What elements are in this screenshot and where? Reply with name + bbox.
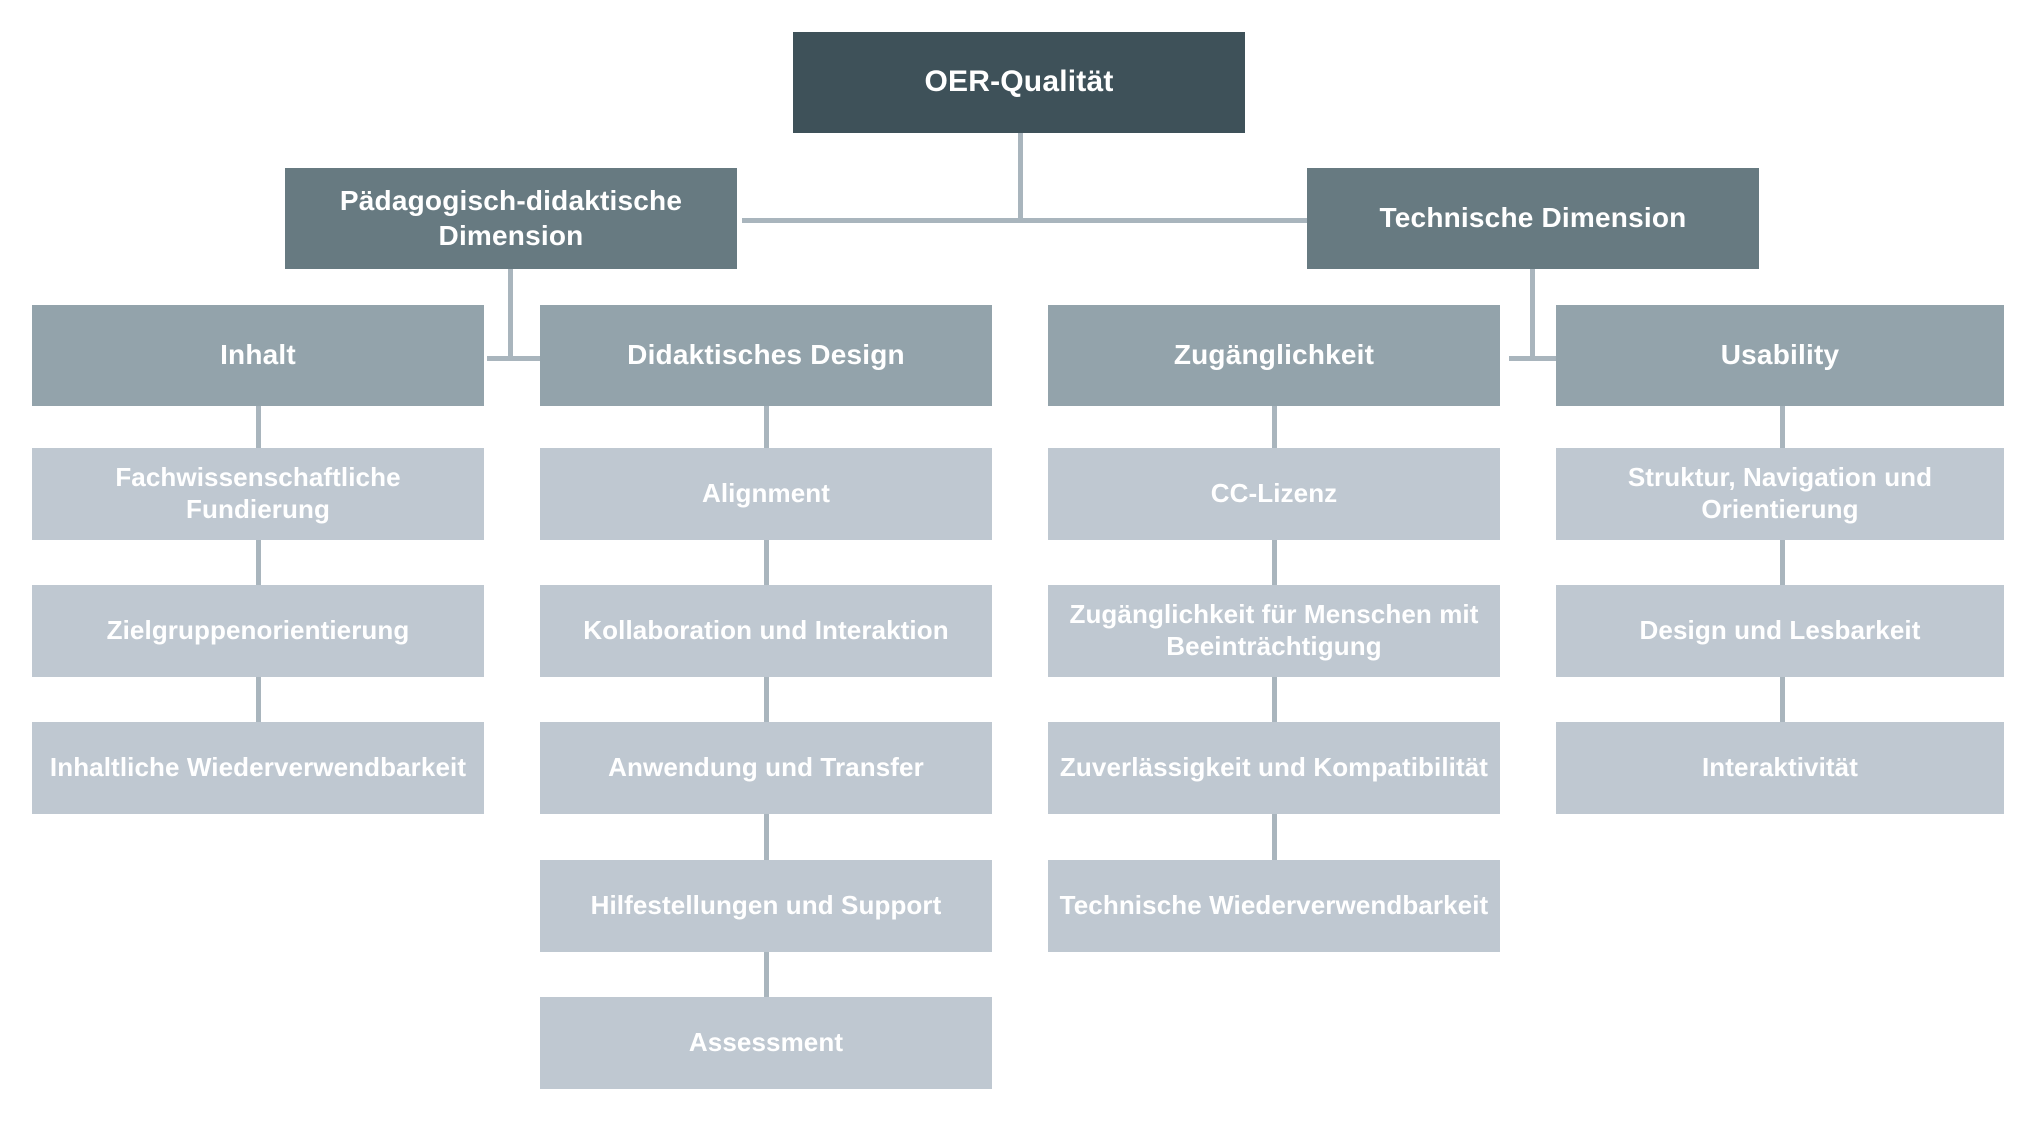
node-dimension-technisch[interactable]: Technische Dimension: [1307, 168, 1759, 269]
connector-right-dimension-stem: [1530, 269, 1535, 361]
leaf-item[interactable]: Technische Wiederverwendbarkeit: [1048, 860, 1500, 952]
connector-root-stem: [1018, 133, 1023, 221]
connector-left-category-bus: [487, 356, 549, 361]
leaf-item[interactable]: Assessment: [540, 997, 992, 1089]
node-dimension-paedagogisch-didaktisch[interactable]: Pädagogisch-didaktische Dimension: [285, 168, 737, 269]
leaf-item[interactable]: Interaktivität: [1556, 722, 2004, 814]
leaf-item[interactable]: Zugänglichkeit für Menschen mit Beeinträ…: [1048, 585, 1500, 677]
leaf-item[interactable]: Alignment: [540, 448, 992, 540]
leaf-item[interactable]: Fachwissenschaftliche Fundierung: [32, 448, 484, 540]
leaf-item[interactable]: Zuverlässigkeit und Kompatibilität: [1048, 722, 1500, 814]
connector-right-category-bus: [1509, 356, 1571, 361]
leaf-item[interactable]: Design und Lesbarkeit: [1556, 585, 2004, 677]
leaf-item[interactable]: Zielgruppenorientierung: [32, 585, 484, 677]
leaf-item[interactable]: Inhaltliche Wiederverwendbarkeit: [32, 722, 484, 814]
leaf-item[interactable]: Hilfestellungen und Support: [540, 860, 992, 952]
leaf-item[interactable]: Struktur, Navigation und Orientierung: [1556, 448, 2004, 540]
connector-column-1-spine: [256, 405, 261, 725]
node-category-usability[interactable]: Usability: [1556, 305, 2004, 406]
leaf-item[interactable]: Anwendung und Transfer: [540, 722, 992, 814]
connector-column-2-spine: [764, 405, 769, 1001]
connector-left-dimension-stem: [508, 269, 513, 361]
leaf-item[interactable]: CC-Lizenz: [1048, 448, 1500, 540]
node-category-didaktisches-design[interactable]: Didaktisches Design: [540, 305, 992, 406]
connector-column-4-spine: [1780, 405, 1785, 725]
connector-dimension-bus: [742, 218, 1334, 223]
node-category-inhalt[interactable]: Inhalt: [32, 305, 484, 406]
leaf-item[interactable]: Kollaboration und Interaktion: [540, 585, 992, 677]
node-root-oer-qualitaet[interactable]: OER-Qualität: [793, 32, 1245, 133]
node-category-zugaenglichkeit[interactable]: Zugänglichkeit: [1048, 305, 1500, 406]
